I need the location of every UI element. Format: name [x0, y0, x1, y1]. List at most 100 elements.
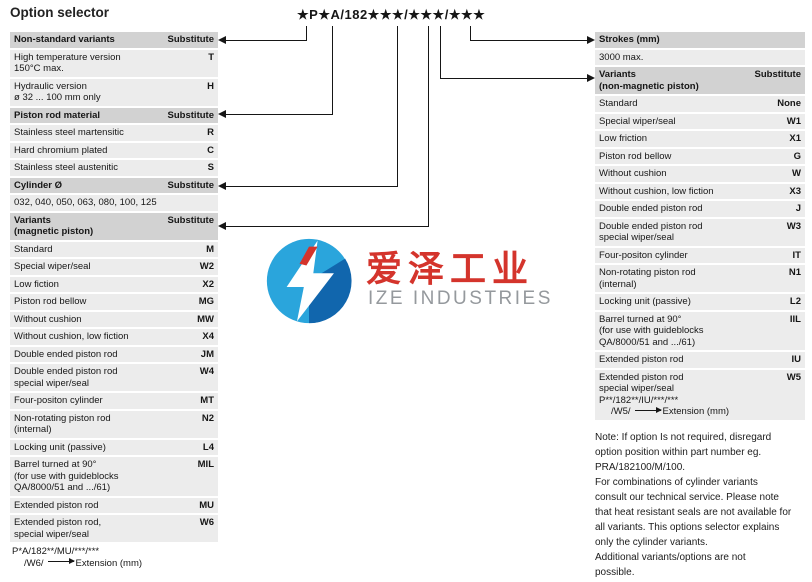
connector-line — [397, 26, 398, 187]
row-label: Strokes (mm) — [599, 34, 660, 45]
row-label: Locking unit (passive) — [14, 441, 106, 453]
note-text: Note: If option Is not required, disrega… — [595, 430, 810, 580]
row-substitute-code: X3 — [789, 185, 801, 197]
row-label: Stainless steel austenitic — [14, 162, 119, 173]
arrow-right-icon — [587, 74, 595, 82]
arrow-left-icon — [218, 182, 226, 190]
ize-logo-icon — [266, 238, 352, 324]
table-row: Non-rotating piston rod(internal)N1 — [595, 265, 805, 292]
row-label: Without cushion, low fiction — [14, 331, 129, 342]
connector-line — [428, 26, 429, 227]
table-row: Low friction X1 — [595, 131, 805, 147]
row-label: Four-positon cylinder — [14, 395, 103, 406]
table-row: Double ended piston rod J — [595, 201, 805, 217]
row-label: Extended piston rod — [14, 499, 99, 511]
row-substitute-code: J — [795, 203, 801, 214]
row-label: Barrel turned at 90°(for use with guideb… — [599, 313, 704, 348]
note-line: option position within part number eg. — [595, 447, 762, 458]
table-row: 3000 max. — [595, 49, 805, 65]
table-row: Locking unit (passive) L2 — [595, 294, 805, 310]
connector-line — [470, 40, 587, 41]
row-substitute-code: G — [793, 150, 801, 162]
note-line: possible. — [595, 567, 635, 578]
table-row: Strokes (mm) — [595, 32, 805, 48]
row-substitute-code: S — [207, 162, 214, 173]
row-substitute-code: T — [208, 51, 214, 63]
row-substitute-code: L2 — [789, 296, 801, 307]
row-label: P*A/182**/MU/***/***/W6/Extension (mm) — [12, 546, 143, 569]
extension-note: /W5/Extension (mm) — [611, 406, 730, 417]
watermark-cn-text: 爱泽工业 — [366, 248, 535, 289]
row-substitute-code: MT — [200, 395, 214, 406]
row-substitute-code: M — [206, 243, 214, 255]
arrow-left-icon — [218, 36, 226, 44]
connector-line — [470, 26, 471, 41]
row-substitute-code: W1 — [786, 115, 801, 127]
connector-line — [440, 78, 587, 79]
row-substitute-code: MG — [198, 296, 214, 307]
row-substitute-code: None — [777, 98, 801, 109]
row-substitute-code: Substitute — [167, 214, 214, 226]
arrow-left-icon — [218, 110, 226, 118]
connector-line — [440, 26, 441, 79]
note-line: Additional variants/options are not — [595, 552, 746, 563]
row-label: Locking unit (passive) — [599, 296, 691, 307]
row-substitute-code: W5 — [786, 371, 801, 383]
row-label: Without cushion — [14, 313, 82, 325]
table-row: Piston rod bellow G — [595, 148, 805, 164]
table-row: Without cushion, low fiction X3 — [595, 183, 805, 199]
row-label: Non-rotating piston rod(internal) — [599, 267, 696, 290]
row-substitute-code: Substitute — [167, 34, 214, 45]
table-row: Variants(non-magnetic piston)Substitute — [595, 67, 805, 94]
row-substitute-code: N2 — [201, 412, 214, 424]
row-label: Hard chromium plated — [14, 144, 108, 156]
row-label: 032, 040, 050, 063, 080, 100, 125 — [14, 197, 157, 208]
row-label: Piston rod bellow — [14, 296, 87, 307]
row-substitute-code: X1 — [789, 133, 801, 144]
row-substitute-code: IIL — [789, 313, 801, 325]
row-label: Piston rod bellow — [599, 150, 672, 162]
row-substitute-code: W3 — [786, 220, 801, 232]
row-label: Double ended piston rod — [599, 203, 703, 214]
right-option-table: Strokes (mm) 3000 max. Variants(non-magnet… — [595, 32, 805, 420]
row-label: Standard — [599, 98, 638, 109]
row-label: Low fiction — [14, 278, 59, 290]
row-substitute-code: X2 — [202, 278, 214, 290]
row-substitute-code: MW — [197, 313, 214, 325]
table-row: P*A/182**/MU/***/***/W6/Extension (mm) — [10, 544, 218, 571]
row-substitute-code: H — [207, 80, 214, 92]
table-row: 032, 040, 050, 063, 080, 100, 125 — [10, 195, 218, 211]
note-line: PRA/182100/M/100. — [595, 462, 686, 473]
note-line: consult our technical service. Please no… — [595, 492, 779, 503]
table-row: Barrel turned at 90°(for use with guideb… — [10, 457, 218, 496]
row-label: Extended piston rod — [599, 354, 684, 365]
connector-line — [226, 114, 333, 115]
row-label: Four-positon cylinder — [599, 249, 688, 261]
row-substitute-code: IT — [792, 249, 801, 261]
note-line: that heat resistant seals are not availa… — [595, 507, 792, 518]
row-substitute-code: MIL — [197, 459, 214, 470]
row-label: Without cushion, low fiction — [599, 185, 714, 197]
arrow-right-icon — [587, 36, 595, 44]
row-label: Low friction — [599, 133, 648, 144]
row-substitute-code: W — [792, 168, 801, 179]
row-label: Variants(non-magnetic piston) — [599, 69, 699, 92]
row-label: Special wiper/seal — [14, 261, 91, 272]
row-label: Special wiper/seal — [599, 115, 676, 127]
table-row: Stainless steel austenitic S — [10, 160, 218, 176]
table-row: Variants(magnetic piston)Substitute — [10, 212, 218, 240]
table-row: Standard None — [595, 96, 805, 112]
arrow-right-icon — [47, 558, 75, 565]
